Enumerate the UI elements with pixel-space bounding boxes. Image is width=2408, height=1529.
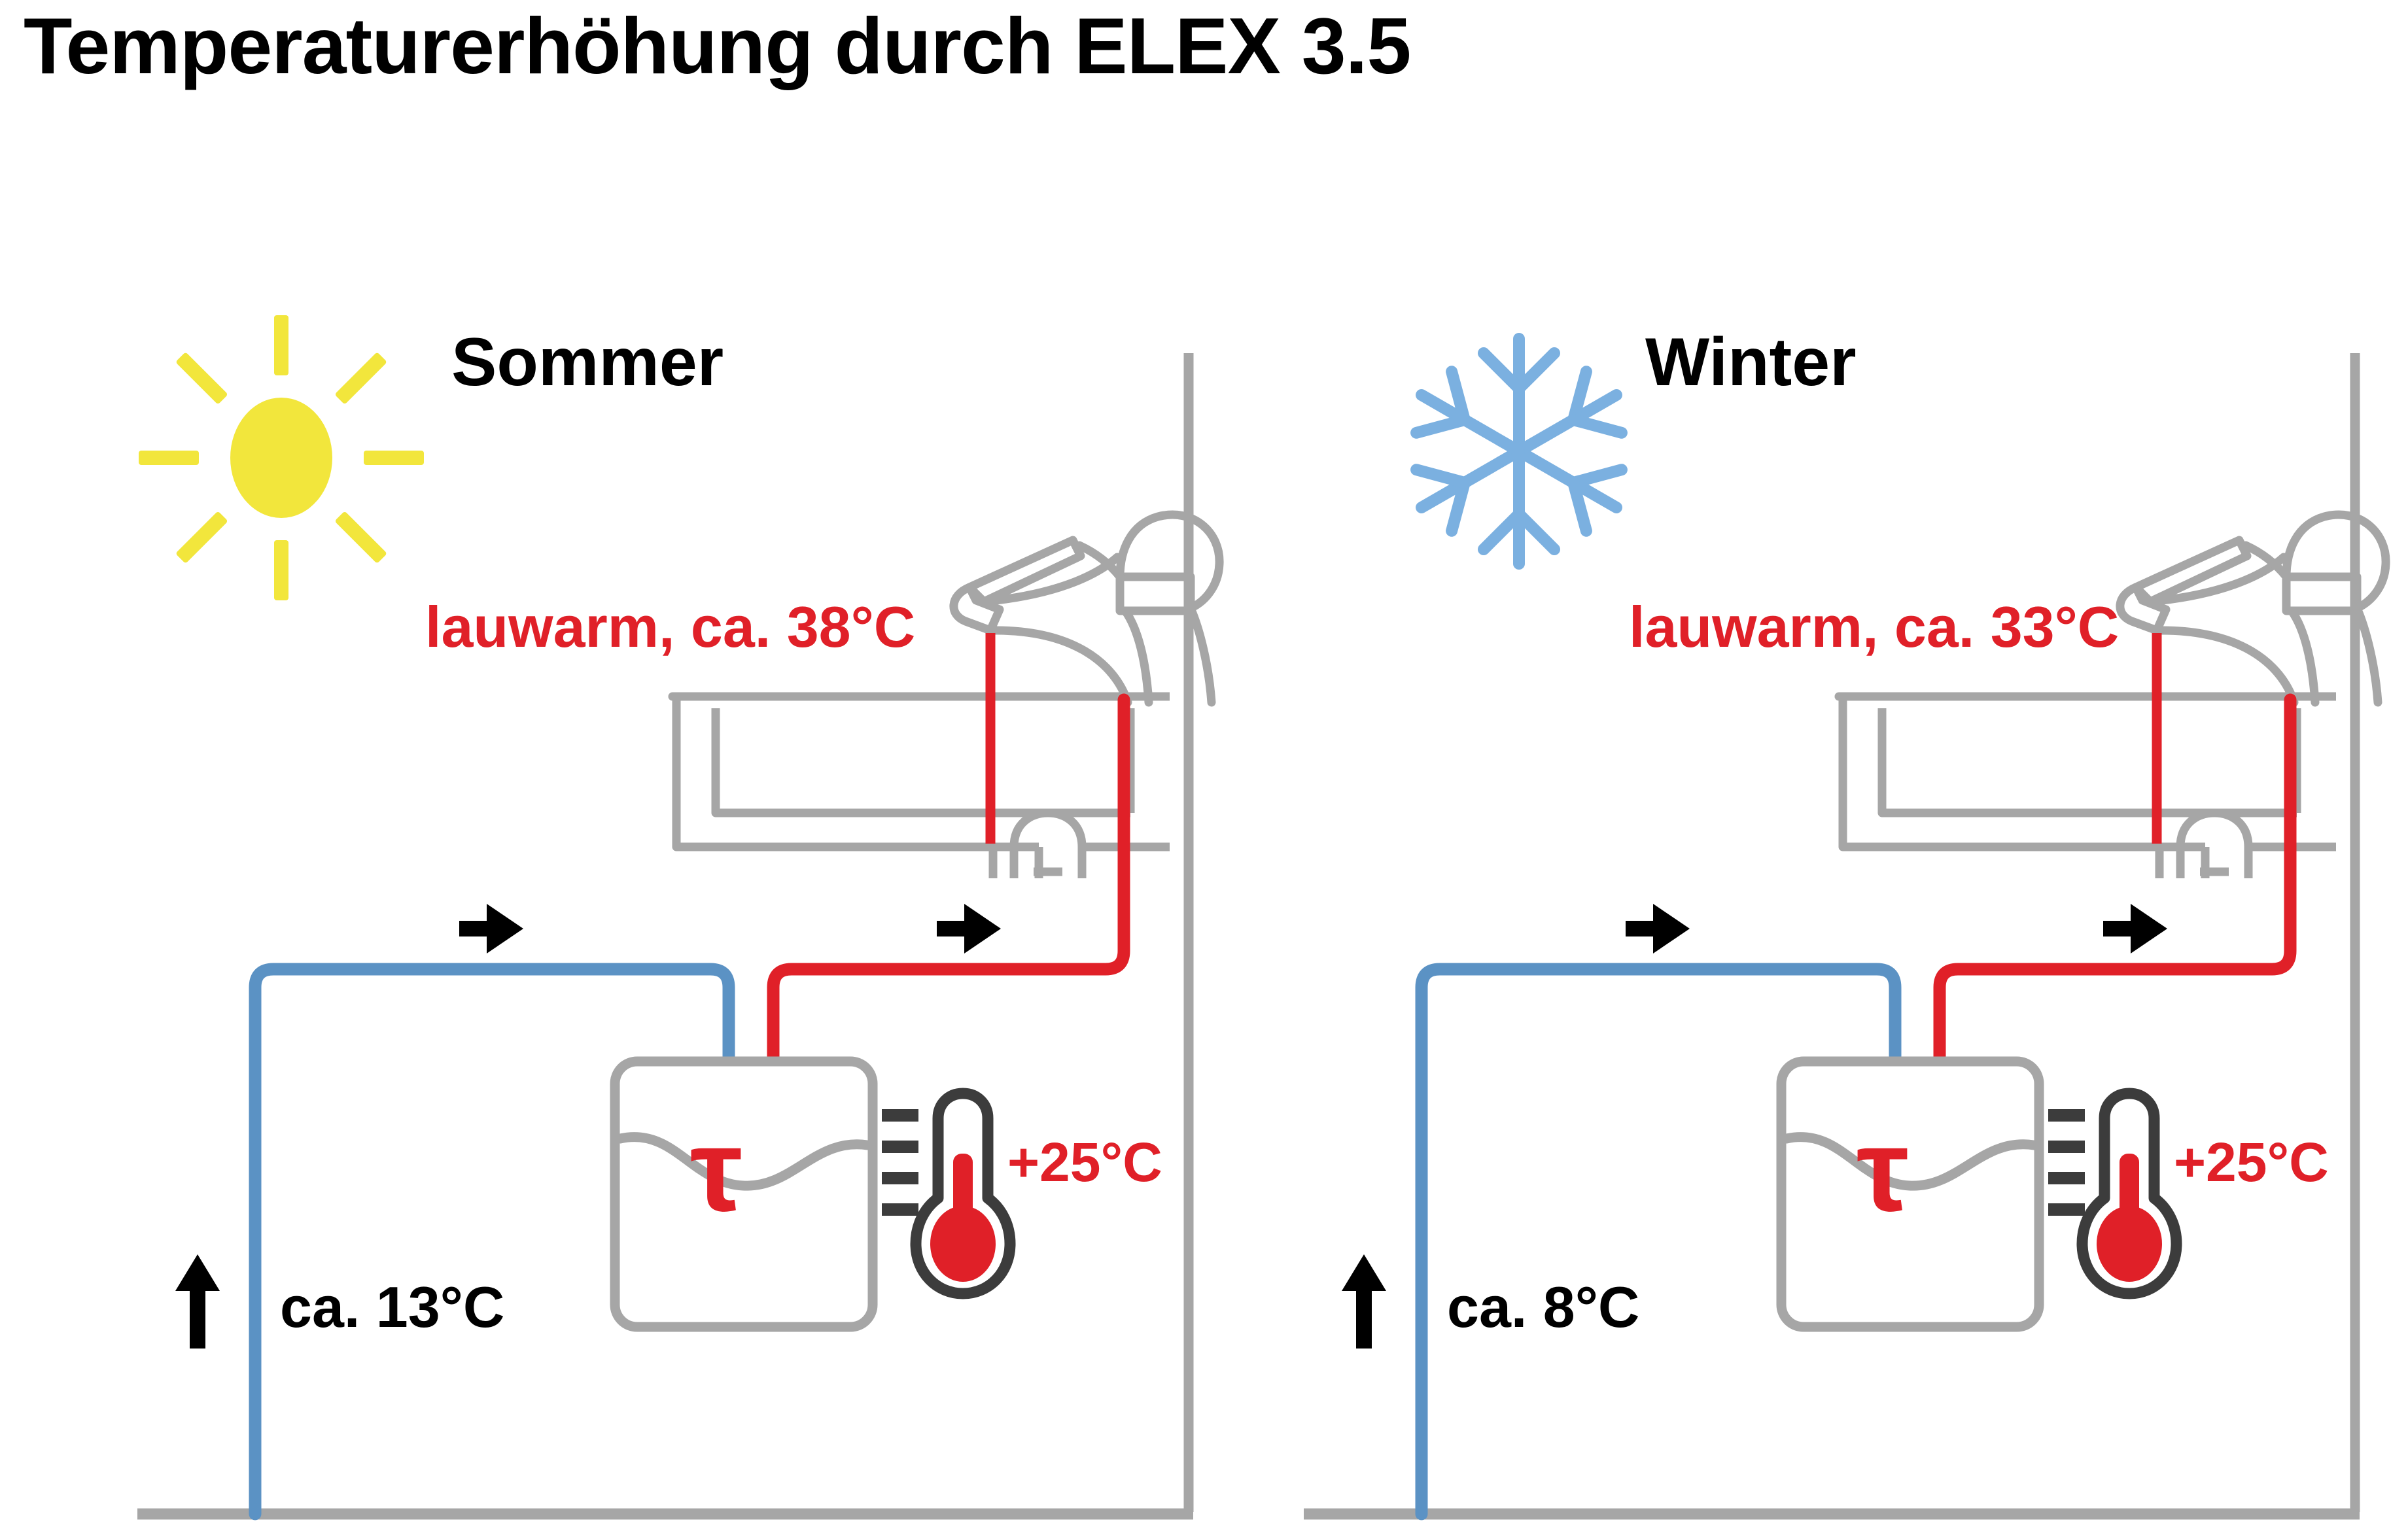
- inlet-temperature-label-winter: ca. 8°C: [1447, 1275, 1640, 1339]
- cold-pipe-winter: [1415, 963, 1902, 1520]
- thermometer-icon: [2048, 1093, 2176, 1294]
- cold-pipe-sommer: [249, 963, 735, 1520]
- elex-device-sommer: [615, 1061, 873, 1327]
- arrow-up-icon: [175, 1254, 220, 1349]
- washbasin-winter: [1839, 696, 2336, 878]
- page-title: Temperaturerhöhung durch ELEX 3.5: [24, 1, 1411, 90]
- season-label-winter: Winter: [1645, 324, 1857, 400]
- hot-pipe-sommer: [767, 693, 1130, 1068]
- temperature-gain-label-sommer: +25°C: [1007, 1131, 1162, 1193]
- elex-tau-symbol-sommer: τ: [690, 1105, 743, 1236]
- arrow-right-icon: [2103, 904, 2167, 953]
- arrow-up-icon: [1342, 1254, 1386, 1349]
- outlet-temperature-label-sommer: lauwarm, ca. 38°C: [425, 594, 916, 659]
- hot-pipe-winter: [1933, 693, 2297, 1068]
- sun-icon: [139, 315, 424, 600]
- panel-winter: [1304, 339, 2386, 1520]
- arrow-right-icon: [1626, 904, 1690, 953]
- temperature-gain-label-winter: +25°C: [2174, 1131, 2329, 1193]
- elex-device-winter: [1781, 1061, 2039, 1327]
- season-label-sommer: Sommer: [451, 324, 724, 400]
- outlet-temperature-label-winter: lauwarm, ca. 33°C: [1629, 594, 2120, 659]
- panel-sommer: [137, 315, 1219, 1520]
- inlet-temperature-label-sommer: ca. 13°C: [280, 1275, 505, 1339]
- arrow-right-icon: [937, 904, 1001, 953]
- arrow-right-icon: [459, 904, 523, 953]
- snowflake-icon: [1404, 339, 1634, 564]
- thermometer-icon: [882, 1093, 1010, 1294]
- elex-tau-symbol-winter: τ: [1857, 1105, 1910, 1236]
- washbasin-sommer: [672, 696, 1170, 878]
